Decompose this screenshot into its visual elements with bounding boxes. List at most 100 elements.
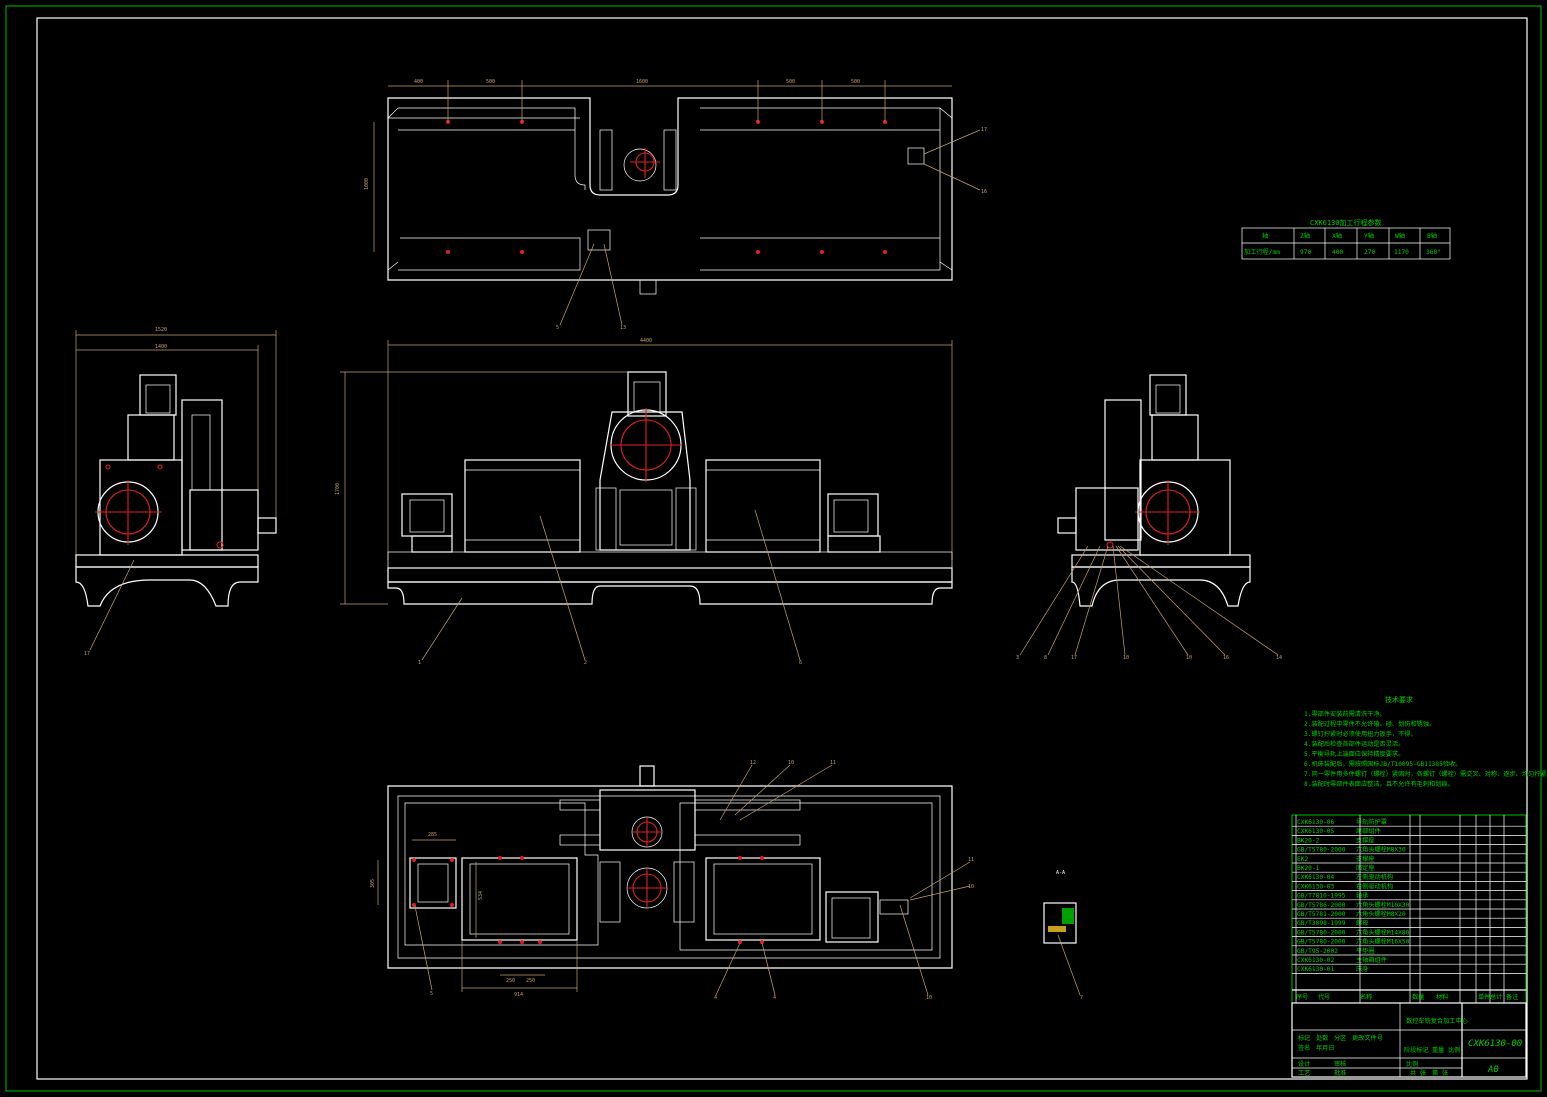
row-label-7: 设计 [1298, 1060, 1310, 1068]
bom-header-cell: 材料 [1436, 993, 1448, 1001]
row-label-6: 年月日 [1316, 1044, 1335, 1052]
row-label-8: 审核 [1334, 1060, 1346, 1068]
outer-frame [5, 5, 1542, 1092]
dim-left-inner: 1400 [155, 344, 167, 350]
bom-code: CXK6130-06 [1297, 819, 1335, 826]
balloon-top-13: 13 [620, 325, 626, 331]
bom-header-cell: 备注 [1506, 993, 1518, 1001]
bom-header-cell: 序号 [1296, 993, 1308, 1001]
axis-table-title: CXK6130加工行程参数 [1310, 218, 1382, 227]
inner-frame [36, 17, 1528, 1080]
bom-name: 导轨防护罩 [1356, 818, 1387, 826]
balloon-front-6: 6 [799, 660, 802, 666]
bom-header-cell: 数量 [1412, 993, 1424, 1001]
dim-bottom-3: 534 [478, 891, 484, 900]
bom-name: 轴承 [1356, 892, 1368, 900]
axis-col-y: Y轴 [1364, 232, 1374, 240]
bom-name: 主轴箱组件 [1356, 956, 1387, 964]
bom-code: GB/T95-2002 [1297, 948, 1338, 955]
tech-req-4: 4.装配后检查各部件运动是否灵活。 [1304, 740, 1404, 748]
row-label-9: 工艺 [1298, 1069, 1310, 1077]
tech-req-2: 2.装配过程中零件不允许磕、碰、划伤和锈蚀。 [1304, 720, 1435, 728]
bom-code: BK20-1 [1297, 865, 1320, 872]
left-side-view: 1520 1400 17 [75, 327, 277, 657]
tech-req-6: 6.机床装配后，需按照国标JB/T10095-GB11385验收。 [1304, 760, 1461, 768]
balloon-right-3: 3 [1016, 655, 1019, 661]
bom-code: GB/T5780-2000 [1297, 847, 1346, 854]
plan-view: 285 305 534 250 250 914 12 10 11 11 10 5… [370, 760, 974, 1001]
bom-code: BK20-2 [1297, 837, 1320, 844]
front-view: 4400 1700 [335, 338, 953, 666]
tech-req-1: 1.零部件安装前需清洗干净。 [1304, 710, 1386, 718]
bom-code: CXK6130-03 [1297, 883, 1335, 890]
balloon-bottom-4b: 4 [773, 995, 776, 1001]
bom-code: EK2 [1297, 856, 1308, 863]
bom-name: 六角头螺栓M16X50 [1356, 938, 1410, 946]
bom-header-cell: 总计 [1490, 993, 1502, 1001]
bom-name: 尾部组件 [1356, 827, 1381, 835]
row-label-2: 处数 [1316, 1034, 1329, 1042]
bom-name: 螺母 [1356, 919, 1368, 927]
dim-bottom-6: 914 [514, 992, 523, 998]
bom-table: CXK6130-06 导轨防护罩 CXK6130-05 尾部组件 BK20-2 支撑座 GB… [1291, 814, 1527, 1078]
dim-bottom-1: 285 [428, 832, 437, 838]
dim-bottom-2: 305 [370, 879, 376, 888]
bom-code: GB/T5786-2000 [1297, 902, 1346, 909]
bom-name: 固定座 [1356, 864, 1375, 872]
bom-header-cell: 名称 [1360, 993, 1372, 1001]
dim-top-3: 1600 [636, 79, 648, 85]
bom-name: 平垫圈 [1356, 947, 1375, 955]
balloon-top-16: 16 [981, 189, 987, 195]
bom-name: 六角头螺栓M8X30 [1356, 846, 1406, 854]
tech-req-title: 技术要求 [1385, 695, 1413, 704]
top-view: 400 500 1600 500 500 1000 17 16 5 13 [364, 79, 987, 331]
section-label: A-A [1056, 870, 1065, 876]
balloon-front-2: 2 [584, 660, 587, 666]
bom-code: GB/T5780-2000 [1297, 939, 1346, 946]
scale-label: 比例 [1406, 1060, 1418, 1068]
drawing-title: 数控车铣复合加工中心 [1406, 1017, 1468, 1025]
dim-top-5: 500 [851, 79, 860, 85]
balloon-front-1: 1 [418, 660, 421, 666]
balloon-bottom-11: 11 [830, 760, 836, 766]
dim-front-width: 4400 [640, 338, 652, 344]
bom-name: 右侧驱动机构 [1356, 882, 1393, 890]
bom-name: 支撑座 [1356, 855, 1375, 863]
axis-col-w: W轴 [1395, 232, 1405, 240]
balloon-right-10b: 10 [1186, 655, 1192, 661]
right-side-view: 3 8 17 10 10 16 14 [1016, 374, 1282, 661]
footer-2: 第 张 [1432, 1069, 1449, 1077]
dim-front-height: 1700 [335, 483, 341, 495]
balloon-bottom-4a: 4 [714, 995, 717, 1001]
section-aa: A-A 7 [1043, 870, 1083, 1001]
bom-name: 六角头螺栓M10X30 [1356, 901, 1410, 909]
balloon-right-17: 17 [1071, 655, 1077, 661]
dim-top-1: 400 [414, 79, 423, 85]
dim-left-outer: 1520 [155, 327, 167, 333]
bom-name: 六角头螺栓M14X80 [1356, 928, 1410, 936]
balloon-section-7: 7 [1080, 995, 1083, 1001]
row-label-3: 分区 [1334, 1034, 1346, 1042]
bom-code: CXK6130-02 [1297, 957, 1335, 964]
axis-col-x: X轴 [1332, 232, 1342, 240]
balloon-bottom-10b: 10 [968, 884, 974, 890]
bom-code: GB/T7810-1995 [1297, 893, 1346, 900]
tech-requirements: 技术要求 1.零部件安装前需清洗干净。 2.装配过程中零件不允许磕、碰、划伤和锈… [1304, 695, 1547, 788]
stage-label-1: 阶段标记 [1404, 1046, 1429, 1054]
axis-val-x: 400 [1332, 249, 1343, 256]
balloon-right-8: 8 [1044, 655, 1047, 661]
balloon-bottom-10: 10 [788, 760, 794, 766]
tech-req-7: 7.同一零件用多件螺钉（螺栓）紧固时，各螺钉（螺栓）需交叉、对称、逐步、均匀拧紧… [1304, 770, 1547, 778]
balloon-right-16: 16 [1223, 655, 1229, 661]
sheet-size: A0 [1487, 1065, 1499, 1075]
row-label-1: 标记 [1298, 1034, 1310, 1042]
balloon-bottom-10c: 10 [926, 995, 932, 1001]
tech-req-3: 3.螺钉拧紧时必须使用扭力扳手，不得。 [1304, 730, 1417, 738]
bom-code: CXK6130-05 [1297, 828, 1335, 835]
footer-1: 共 张 [1410, 1069, 1427, 1077]
balloon-bottom-12: 12 [750, 760, 756, 766]
axis-table: CXK6130加工行程参数 轴 Z轴 X轴 Y轴 W轴 B轴 加工行程/mm 9… [1241, 218, 1451, 260]
dim-bottom-5: 250 [526, 978, 535, 984]
dim-top-4: 500 [786, 79, 795, 85]
bom-name: 左侧驱动机构 [1356, 873, 1393, 881]
